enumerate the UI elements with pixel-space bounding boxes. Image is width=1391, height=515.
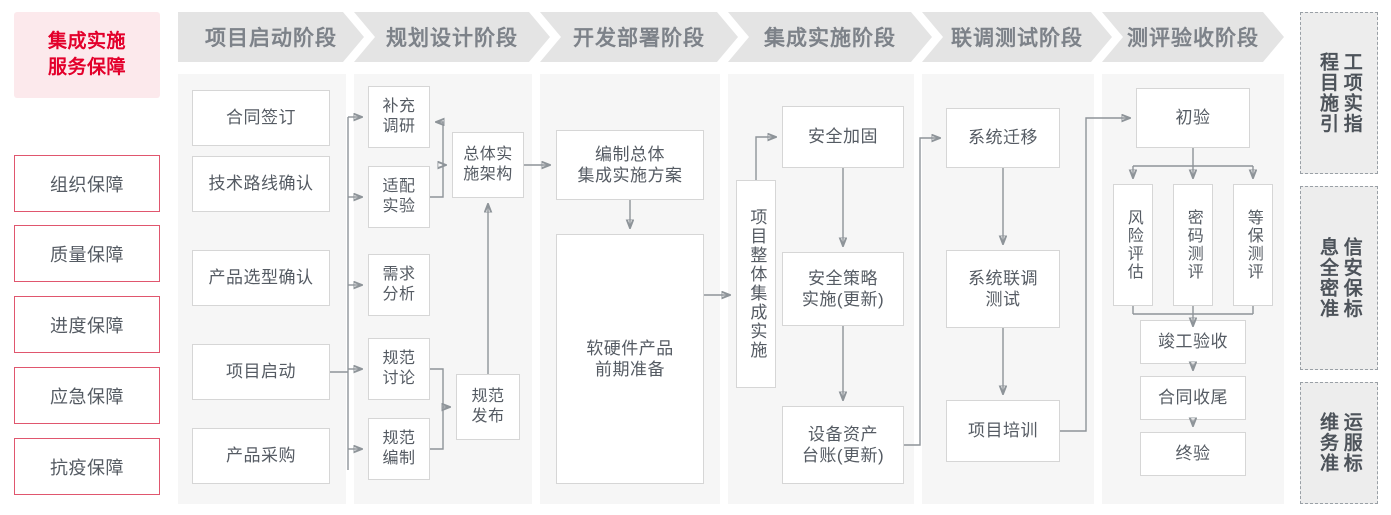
node-line1: 系统联调 — [968, 268, 1038, 288]
standard-label-vertical-1: 程目施引 — [1317, 52, 1338, 134]
node-spec-release[interactable]: 规范发布 — [456, 374, 520, 440]
node-requirement-analysis[interactable]: 需求分析 — [368, 254, 430, 316]
standard-engineering-project-guide[interactable]: 程目施引 工项实指 — [1300, 12, 1378, 174]
node-product-procurement[interactable]: 产品采购 — [192, 428, 330, 484]
node-spec-drafting[interactable]: 规范编制 — [368, 418, 430, 480]
standard-label-vertical-2: 工项实指 — [1340, 52, 1362, 134]
node-line1: 软硬件产品 — [586, 338, 674, 358]
node-line2: 讨论 — [382, 370, 416, 387]
node-line1: 安全策略 — [807, 268, 878, 288]
node-line2: 发布 — [471, 408, 505, 425]
node-hw-sw-product-preparation[interactable]: 软硬件产品前期准备 — [556, 234, 704, 484]
node-security-policy-implementation[interactable]: 安全策略实施(更新) — [782, 252, 904, 326]
standard-label-vertical-2: 信安保标 — [1340, 237, 1362, 319]
node-line2: 实验 — [382, 198, 416, 215]
node-risk-assessment[interactable]: 风险评估 — [1113, 184, 1153, 306]
node-system-migration[interactable]: 系统迁移 — [946, 108, 1060, 168]
guarantee-item-organization[interactable]: 组织保障 — [14, 155, 160, 212]
node-final-acceptance[interactable]: 终验 — [1140, 432, 1246, 476]
stage-header-integration[interactable]: 集成实施阶段 — [728, 12, 932, 62]
node-line1: 规范 — [382, 350, 416, 367]
node-adaptation-experiment[interactable]: 适配实验 — [368, 166, 430, 228]
node-equipment-asset-ledger[interactable]: 设备资产台账(更新) — [782, 406, 904, 484]
guarantee-title-line2: 服务保障 — [47, 57, 126, 78]
node-line2: 台账(更新) — [801, 446, 885, 465]
node-line1: 补充 — [382, 98, 416, 115]
stage-header-dev-deployment[interactable]: 开发部署阶段 — [540, 12, 738, 62]
standard-label-vertical-2: 运服标 — [1340, 412, 1362, 474]
node-line2: 调研 — [382, 118, 416, 135]
node-line1: 总体实 — [463, 146, 513, 163]
standard-om-service[interactable]: 维务准 运服标 — [1300, 382, 1378, 504]
node-classified-protection-evaluation[interactable]: 等保测评 — [1233, 184, 1273, 306]
standard-label-vertical-1: 息全密准 — [1317, 237, 1338, 319]
node-preliminary-acceptance[interactable]: 初验 — [1136, 88, 1250, 148]
node-line2: 前期准备 — [595, 360, 665, 379]
stage-header-joint-testing[interactable]: 联调测试阶段 — [922, 12, 1112, 62]
node-project-training[interactable]: 项目培训 — [946, 400, 1060, 462]
node-system-joint-debug-test[interactable]: 系统联调测试 — [946, 250, 1060, 328]
node-product-selection-confirm[interactable]: 产品选型确认 — [192, 250, 330, 306]
stage-header-project-initiation[interactable]: 项目启动阶段 — [178, 12, 364, 62]
node-cryptography-evaluation[interactable]: 密码测评 — [1173, 184, 1213, 306]
standard-label-vertical-1: 维务准 — [1317, 412, 1338, 474]
node-draft-overall-integration-plan[interactable]: 编制总体集成实施方案 — [556, 130, 704, 200]
stage-header-planning-design[interactable]: 规划设计阶段 — [354, 12, 550, 62]
guarantee-title-line1: 集成实施 — [47, 31, 126, 53]
guarantee-item-schedule[interactable]: 进度保障 — [14, 296, 160, 353]
node-spec-discussion[interactable]: 规范讨论 — [368, 338, 430, 400]
guarantee-item-quality[interactable]: 质量保障 — [14, 225, 160, 282]
node-security-hardening[interactable]: 安全加固 — [782, 106, 904, 168]
node-line2: 编制 — [382, 450, 416, 467]
node-overall-project-integration[interactable]: 项目整体集成实施 — [736, 180, 776, 388]
node-line2: 实施(更新) — [801, 290, 885, 309]
guarantee-item-emergency[interactable]: 应急保障 — [14, 367, 160, 424]
node-tech-route-confirm[interactable]: 技术路线确认 — [192, 156, 330, 212]
node-line1: 规范 — [471, 388, 505, 405]
node-completion-acceptance[interactable]: 竣工验收 — [1140, 320, 1246, 364]
node-line1: 设备资产 — [807, 424, 878, 444]
guarantee-title-card: 集成实施 服务保障 — [14, 12, 160, 98]
node-overall-impl-architecture[interactable]: 总体实施架构 — [452, 132, 524, 198]
standard-infosec-confidentiality[interactable]: 息全密准 信安保标 — [1300, 186, 1378, 370]
node-line2: 集成实施方案 — [577, 166, 683, 185]
node-contract-closure[interactable]: 合同收尾 — [1140, 376, 1246, 420]
node-line2: 分析 — [382, 286, 416, 303]
node-line1: 需求 — [382, 266, 416, 283]
guarantee-item-epidemic[interactable]: 抗疫保障 — [14, 438, 160, 495]
node-line1: 编制总体 — [595, 144, 665, 164]
node-contract-signing[interactable]: 合同签订 — [192, 90, 330, 146]
node-line2: 施架构 — [463, 166, 513, 183]
node-supplementary-research[interactable]: 补充调研 — [368, 86, 430, 148]
node-project-kickoff[interactable]: 项目启动 — [192, 344, 330, 400]
node-line2: 测试 — [985, 290, 1021, 309]
node-line1: 适配 — [382, 178, 416, 195]
stage-header-evaluation-acceptance[interactable]: 测评验收阶段 — [1102, 12, 1284, 62]
node-line1: 规范 — [382, 430, 416, 447]
